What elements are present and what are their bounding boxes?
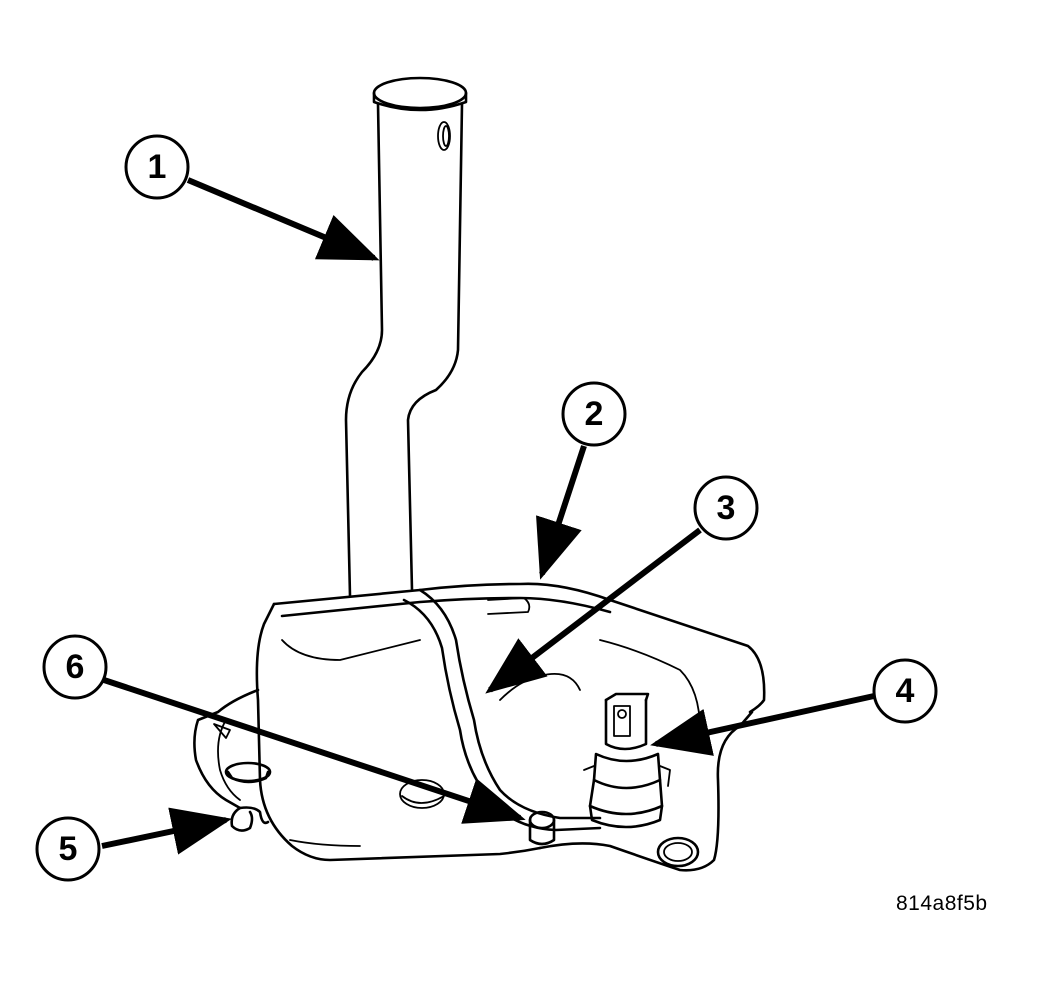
leader-lines [101,177,875,855]
leader-5 [101,807,232,855]
leader-4 [650,693,875,756]
callout-4-label: 4 [896,672,915,710]
callout-5: 5 [35,816,101,882]
callout-1: 1 [124,134,190,200]
leader-3 [485,527,702,694]
callout-1-label: 1 [148,148,167,186]
callout-3: 3 [693,475,759,541]
filler-neck [344,76,468,598]
leader-1 [186,177,380,261]
callout-2-label: 2 [585,395,604,433]
reference-code: 814a8f5b [896,892,988,915]
callout-6-label: 6 [66,648,85,686]
pump-motor [583,692,671,829]
callout-4: 4 [872,658,938,724]
callout-6: 6 [42,634,108,700]
reservoir-tank [193,582,766,872]
callout-3-label: 3 [717,489,736,527]
callout-5-label: 5 [59,830,78,868]
callout-2: 2 [561,381,627,447]
leader-6 [103,677,526,824]
leader-2 [536,445,587,580]
hose-fitting [528,810,556,846]
